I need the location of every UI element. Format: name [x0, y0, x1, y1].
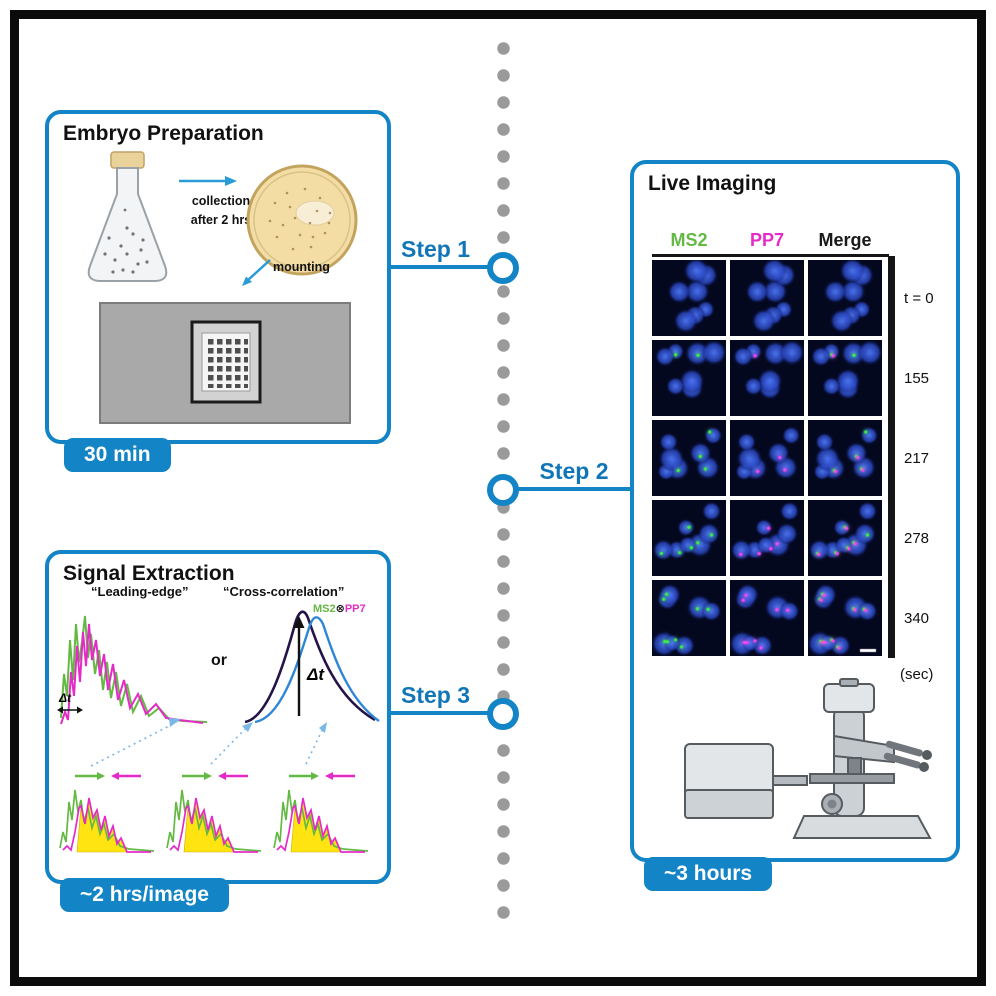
- microscopy-image: [730, 340, 804, 416]
- time-unit-label: (sec): [900, 666, 934, 683]
- grid-top-line: [652, 254, 889, 257]
- flask-illustration: [87, 151, 168, 282]
- time-label-2: 217: [904, 449, 930, 467]
- cross-correlation-plot: Δt MS2⊗PP7: [244, 603, 380, 724]
- step-2-label: Step 2: [518, 458, 630, 491]
- collection-arrow-icon: [179, 176, 237, 186]
- microscopy-image: [652, 580, 726, 656]
- step-1-marker: [487, 252, 519, 284]
- or-label: or: [211, 652, 227, 669]
- microscopy-grid: [652, 260, 882, 656]
- slide-illustration: [99, 302, 351, 424]
- delta-t-annotation-right: Δt: [306, 665, 325, 684]
- microscopy-image: [808, 340, 882, 416]
- duration-badge-signal: ~2 hrs/image: [60, 878, 229, 912]
- microscopy-image: [652, 500, 726, 576]
- time-axis-bar: [888, 256, 895, 658]
- mounting-arrow-icon: [242, 259, 271, 286]
- time-label-4: 340: [904, 609, 930, 627]
- time-label-3: 278: [904, 529, 930, 547]
- figure-border: [10, 10, 986, 986]
- step-3-label: Step 3: [383, 682, 488, 715]
- duration-badge-embryo: 30 min: [64, 438, 171, 472]
- step-3-marker: [487, 698, 519, 730]
- channel-header-pp7: PP7: [749, 230, 785, 250]
- small-trace-plot-1: [58, 770, 156, 854]
- ms2-pp7-correlation-label: MS2⊗PP7: [313, 603, 366, 615]
- signal-extraction-panel: Signal Extraction “Leading-edge” “Cross-…: [45, 550, 391, 884]
- leading-edge-label: “Leading-edge”: [91, 584, 189, 599]
- microscopy-image: [730, 580, 804, 656]
- microscopy-image: [652, 340, 726, 416]
- panel-title-signal: Signal Extraction: [63, 562, 235, 585]
- petri-dish-illustration: [246, 164, 358, 276]
- microscope-illustration: [684, 678, 932, 839]
- small-trace-plot-3: [272, 770, 370, 854]
- step-2-marker: [487, 474, 519, 506]
- microscopy-image: [730, 260, 804, 336]
- small-trace-plot-2: [165, 770, 263, 854]
- microscopy-image: [652, 260, 726, 336]
- panel-title-live: Live Imaging: [648, 172, 777, 195]
- embryo-preparation-panel: Embryo Preparation collection after 2 hr…: [45, 110, 391, 444]
- correlation-arrows: [90, 718, 327, 767]
- delta-t-annotation-left: Δt: [58, 691, 72, 705]
- panel-title-embryo: Embryo Preparation: [63, 122, 264, 145]
- cross-correlation-label: “Cross-correlation”: [223, 584, 345, 599]
- microscopy-image: [808, 420, 882, 496]
- time-axis-labels: t = 0 155 217 278 340: [904, 260, 956, 656]
- channel-header-merge: Merge: [818, 230, 872, 250]
- mounting-label: mounting: [273, 260, 330, 274]
- microscopy-image: [808, 500, 882, 576]
- microscopy-image: [730, 500, 804, 576]
- microscopy-image: [730, 420, 804, 496]
- microscopy-image: [652, 420, 726, 496]
- microscopy-image: [808, 580, 882, 656]
- microscopy-image: [808, 260, 882, 336]
- live-imaging-panel: Live Imaging MS2 PP7 Merge t = 0 155 217…: [630, 160, 960, 862]
- channel-header-ms2: MS2: [670, 230, 708, 250]
- time-label-1: 155: [904, 369, 930, 387]
- collection-label: collection after 2 hrs: [190, 194, 252, 227]
- duration-badge-live: ~3 hours: [644, 857, 773, 891]
- aligned-trace-plots: [57, 770, 379, 858]
- step-1-label: Step 1: [383, 236, 488, 269]
- leading-edge-plot: Δt: [57, 615, 208, 725]
- time-label-0: t = 0: [904, 289, 934, 307]
